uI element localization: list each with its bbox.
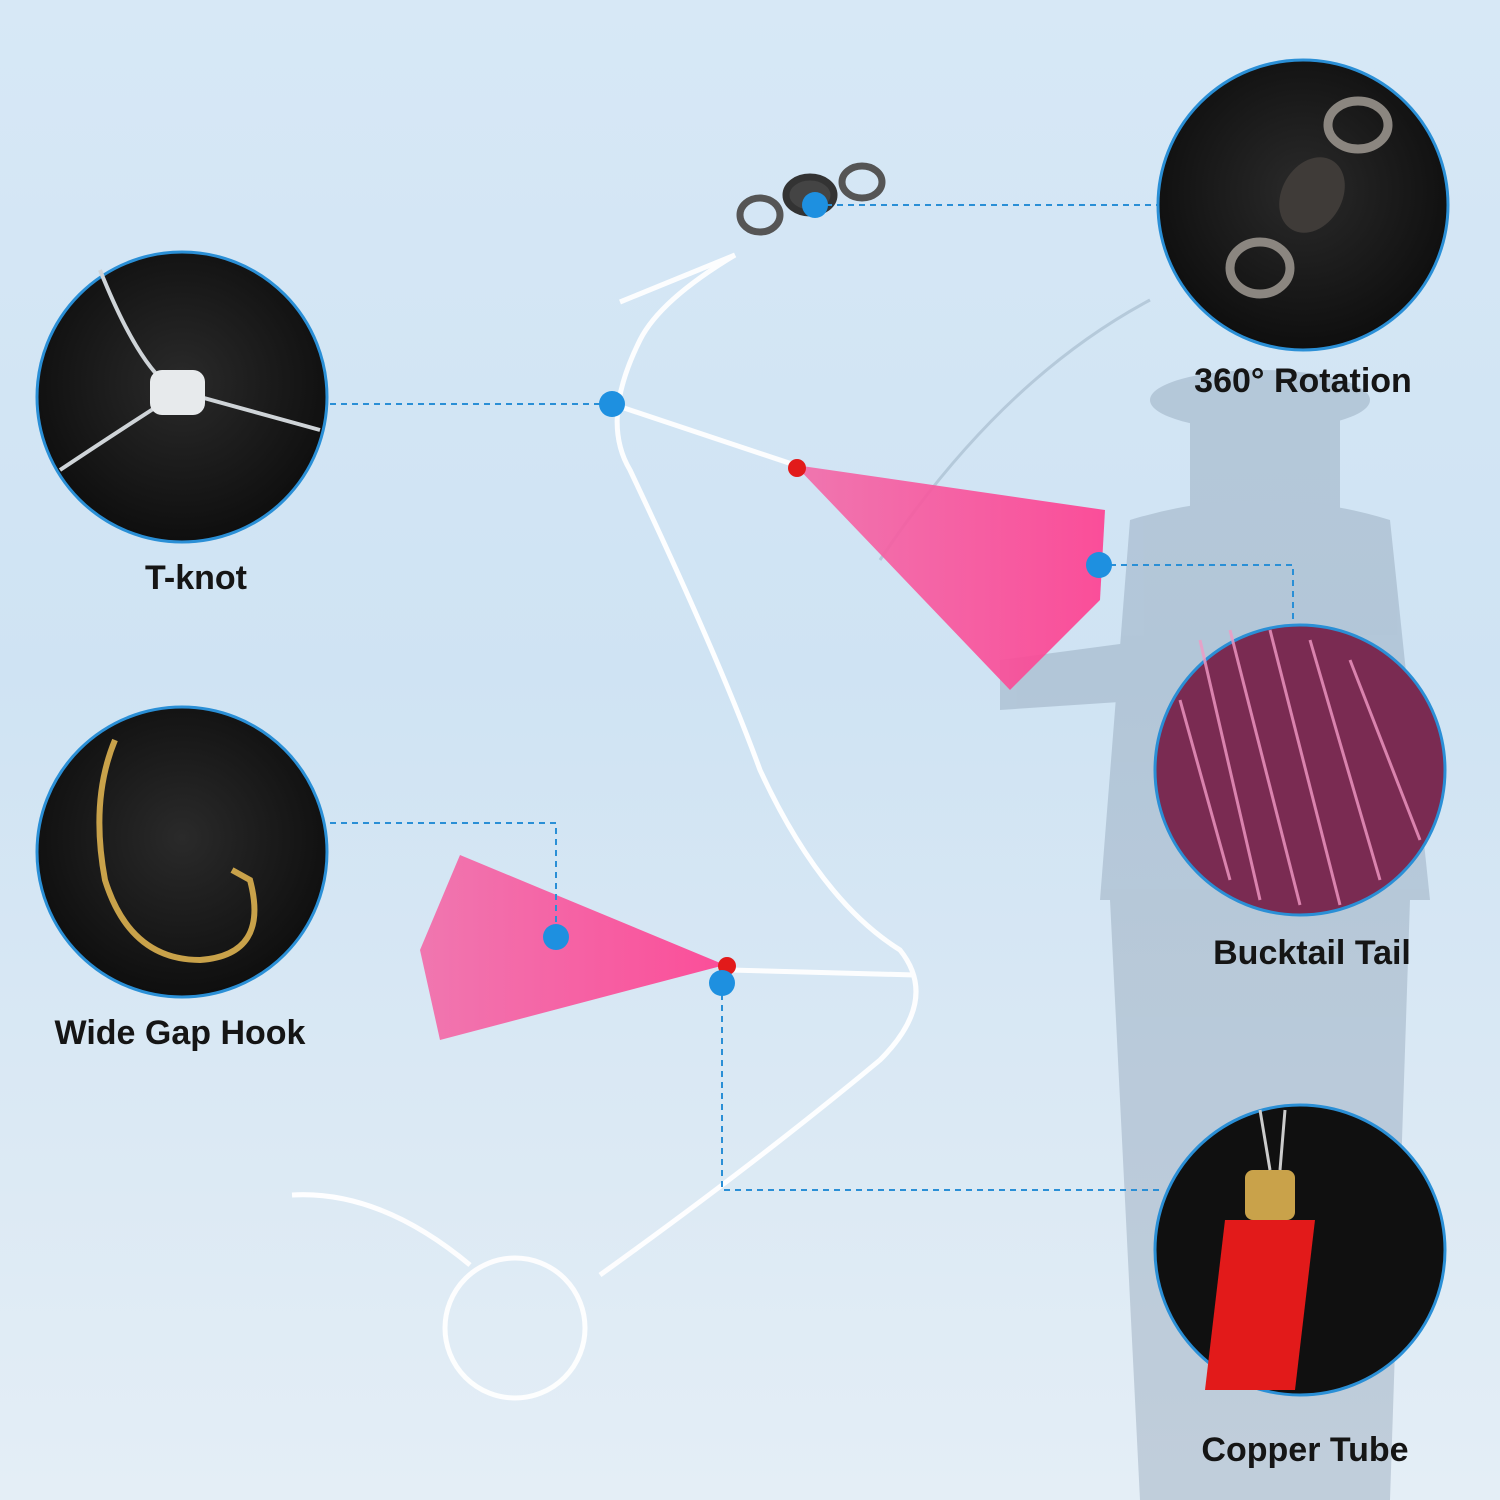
- rig-line: [291, 252, 919, 1401]
- label-copper-tube: Copper Tube: [1201, 1431, 1409, 1469]
- label-wide-gap-hook: Wide Gap Hook: [54, 1014, 306, 1052]
- detail-circle-t-knot: [35, 250, 329, 544]
- callout-dots: [543, 192, 1112, 996]
- callout-dot-t-knot: [599, 391, 625, 417]
- callout-dot-hook: [543, 924, 569, 950]
- detail-circle-bucktail: [1153, 623, 1447, 917]
- label-360-rotation: 360° Rotation: [1194, 362, 1412, 400]
- label-t-knot: T-knot: [145, 559, 247, 597]
- bucktail-lower: [420, 855, 736, 1040]
- bucktail-upper: [788, 459, 1105, 690]
- callout-dot-copper-tube: [709, 970, 735, 996]
- callout-dot-swivel: [802, 192, 828, 218]
- detail-circle-hook: [35, 705, 329, 999]
- callout-dot-bucktail: [1086, 552, 1112, 578]
- detail-circle-swivel: [1156, 58, 1450, 352]
- detail-circle-copper-tube: [1153, 1103, 1447, 1397]
- callout-lines: [330, 204, 1294, 1191]
- label-bucktail-tail: Bucktail Tail: [1213, 934, 1411, 972]
